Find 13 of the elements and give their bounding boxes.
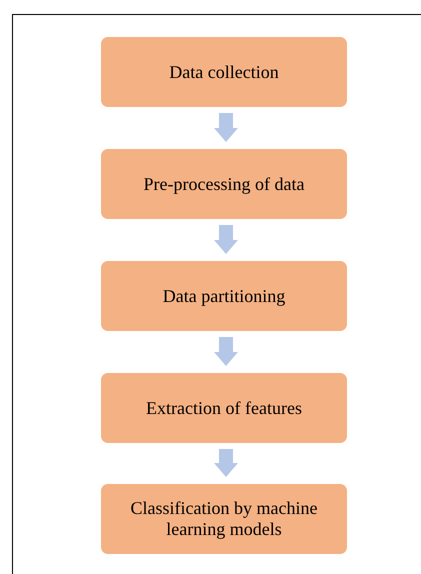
- process-box: [101, 373, 347, 443]
- step-label: Classification by machine learning models: [130, 498, 318, 540]
- process-box: [101, 261, 347, 331]
- process-box: [101, 484, 347, 554]
- step-label: Extraction of features: [146, 398, 302, 418]
- step-label: Pre-processing of data: [144, 174, 304, 194]
- step-label: Data collection: [169, 62, 279, 82]
- block-arrow: [214, 225, 238, 254]
- block-arrow: [214, 337, 238, 366]
- step-label: Data partitioning: [162, 286, 286, 306]
- block-arrow: [214, 113, 238, 142]
- process-box: [101, 37, 347, 107]
- process-box: [101, 149, 347, 219]
